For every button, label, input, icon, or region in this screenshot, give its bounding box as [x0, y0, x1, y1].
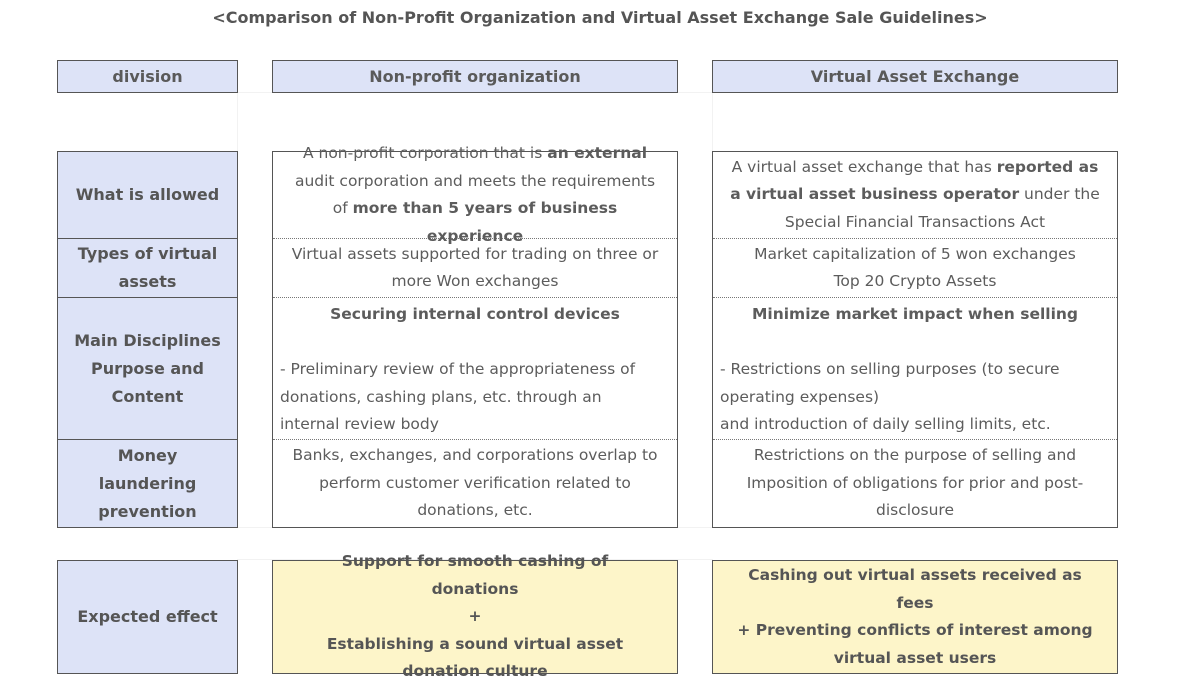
disciplines-exchange: Minimize market impact when selling - Re…	[712, 301, 1118, 439]
allowed-nonprofit: A non-profit corporation that is an exte…	[272, 144, 678, 245]
row-divider	[57, 238, 238, 239]
header-exchange: Virtual Asset Exchange	[712, 60, 1118, 93]
row-label-disciplines-line2: Purpose and Content	[90, 358, 205, 406]
disciplines-exchange-heading: Minimize market impact when selling	[751, 305, 1079, 323]
nonprofit-column	[272, 151, 678, 528]
disciplines-nonprofit: Securing internal control devices - Prel…	[272, 301, 678, 439]
types-nonprofit: Virtual assets supported for trading on …	[272, 239, 678, 297]
header-nonprofit: Non-profit organization	[272, 60, 678, 93]
row-divider	[273, 297, 677, 298]
types-exchange-line1: Market capitalization of 5 won exchanges	[754, 244, 1076, 263]
header-division: division	[57, 60, 238, 93]
laundering-exchange-line1: Restrictions on the purpose of selling a…	[753, 446, 1077, 465]
effect-exchange: Cashing out virtual assets received as f…	[712, 560, 1118, 674]
allowed-nonprofit-part1: A non-profit corporation that is	[302, 144, 548, 162]
allowed-exchange-part1: A virtual asset exchange that has	[731, 157, 997, 176]
spacer	[280, 329, 670, 357]
row-divider	[273, 439, 677, 440]
disciplines-nonprofit-body: - Preliminary review of the appropriaten…	[280, 360, 636, 433]
row-label-effect: Expected effect	[57, 560, 238, 674]
exchange-column	[712, 151, 1118, 528]
types-exchange: Market capitalization of 5 won exchanges…	[712, 239, 1118, 297]
disciplines-exchange-body2: and introduction of daily selling limits…	[720, 415, 1051, 433]
effect-exchange-line2: + Preventing conflicts of interest among…	[737, 621, 1093, 667]
row-divider	[713, 238, 1117, 239]
row-label-effect-text: Expected effect	[77, 607, 218, 626]
row-label-laundering: Money laundering prevention	[57, 440, 238, 527]
effect-nonprofit-plus: +	[468, 607, 482, 626]
row-label-types-text: Types of virtual assets	[77, 244, 218, 291]
disciplines-nonprofit-heading: Securing internal control devices	[330, 305, 620, 323]
allowed-nonprofit-bold1: an external	[547, 144, 648, 162]
row-label-disciplines: Main Disciplines Purpose and Content	[57, 298, 238, 439]
effect-nonprofit: Support for smooth cashing of donations …	[272, 552, 678, 680]
faint-gridline	[237, 92, 238, 152]
types-nonprofit-text: Virtual assets supported for trading on …	[291, 244, 659, 291]
row-label-disciplines-line1: Main Disciplines	[74, 330, 221, 350]
faint-gridline	[712, 92, 713, 152]
row-divider	[713, 297, 1117, 298]
allowed-exchange-text: A virtual asset exchange that has report…	[724, 154, 1106, 237]
row-divider	[713, 439, 1117, 440]
disciplines-exchange-body1: - Restrictions on selling purposes (to s…	[720, 360, 1060, 406]
row-label-allowed-text: What is allowed	[75, 185, 220, 204]
row-label-types: Types of virtual assets	[57, 239, 238, 297]
allowed-exchange: A virtual asset exchange that has report…	[712, 152, 1118, 238]
effect-exchange-line1: Cashing out virtual assets received as f…	[748, 566, 1082, 612]
row-divider	[273, 238, 677, 239]
laundering-nonprofit-text: Banks, exchanges, and corporations overl…	[292, 446, 658, 520]
row-label-laundering-text: Money laundering prevention	[98, 445, 197, 521]
allowed-nonprofit-bold2: more than 5 years of business experience	[352, 199, 618, 245]
laundering-exchange: Restrictions on the purpose of selling a…	[712, 440, 1118, 527]
allowed-exchange-bold1: reported as a virtual asset business ope…	[730, 157, 1099, 204]
allowed-exchange-part2: under the Special Financial Transactions…	[784, 185, 1100, 231]
effect-nonprofit-line1: Support for smooth cashing of donations	[341, 552, 609, 598]
types-exchange-line2: Top 20 Crypto Assets	[833, 272, 997, 290]
spacer	[720, 329, 1110, 357]
row-label-allowed: What is allowed	[57, 152, 238, 238]
row-divider	[57, 297, 238, 298]
faint-gridline	[237, 559, 713, 560]
allowed-nonprofit-text: A non-profit corporation that is an exte…	[290, 140, 660, 250]
page-title: <Comparison of Non-Profit Organization a…	[212, 8, 988, 27]
allowed-nonprofit-part2: audit corporation and meets the requirem…	[294, 171, 656, 218]
laundering-exchange-line2: Imposition of obligations for prior and …	[746, 473, 1084, 520]
laundering-nonprofit: Banks, exchanges, and corporations overl…	[272, 440, 678, 527]
row-divider	[57, 439, 238, 440]
effect-nonprofit-line2: Establishing a sound virtual asset donat…	[326, 634, 624, 681]
label-column	[57, 151, 238, 528]
